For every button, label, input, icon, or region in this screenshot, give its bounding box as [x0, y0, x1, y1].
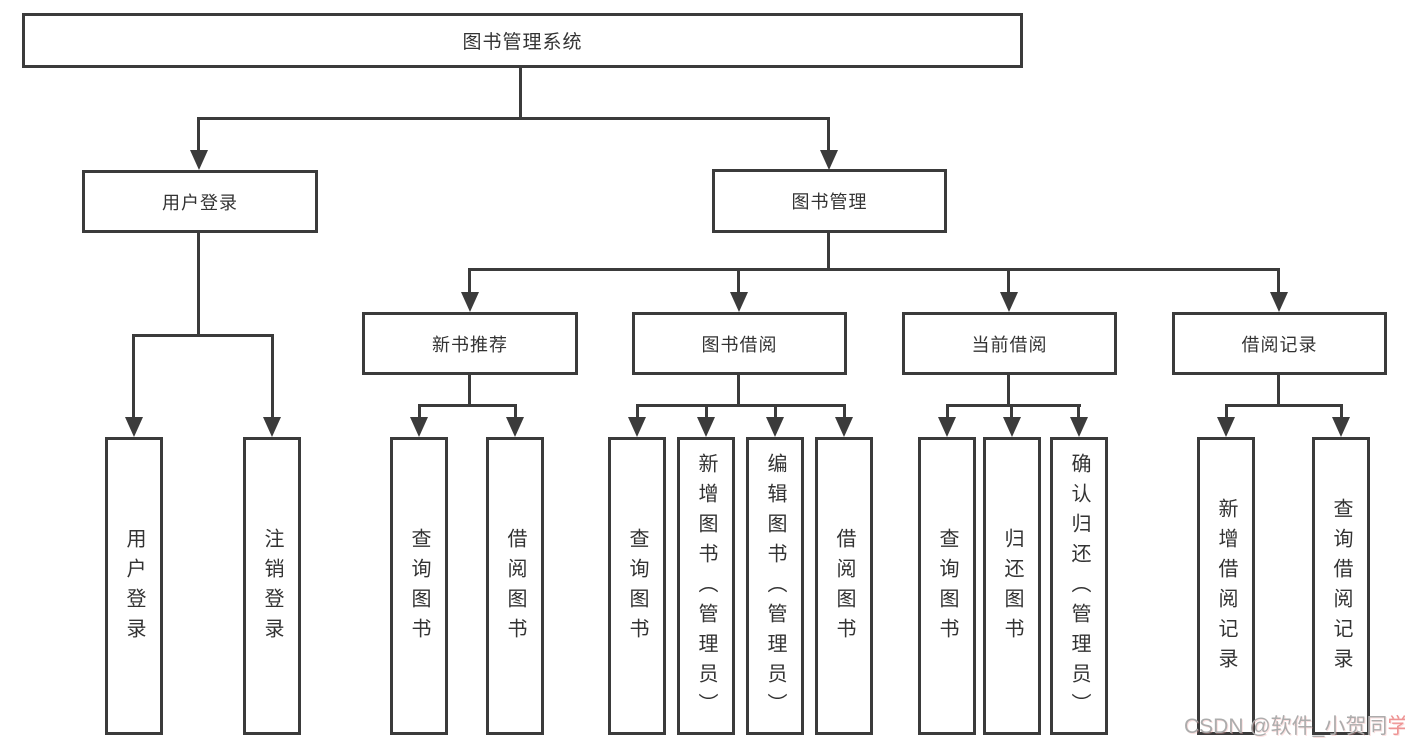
arrow-down-icon	[461, 292, 479, 312]
connector-vline	[827, 233, 830, 270]
connector-vline	[468, 268, 471, 294]
node-label: 图书管理	[791, 192, 868, 212]
arrow-down-icon	[1332, 417, 1350, 437]
node-user-login: 用户登录	[82, 170, 318, 233]
connector-vline	[132, 334, 135, 418]
node-label: 注销登录	[261, 528, 283, 648]
connector-hline	[636, 404, 846, 407]
connector-vline	[705, 404, 708, 419]
connector-hline	[468, 268, 1280, 271]
connector-vline	[1277, 268, 1280, 294]
connector-vline	[519, 68, 522, 118]
node-label: 借阅图书	[833, 528, 855, 648]
leaf-query-books-current: 查询图书	[918, 437, 976, 735]
node-book-management: 图书管理	[712, 169, 947, 233]
connector-vline	[197, 233, 200, 336]
leaf-edit-book-admin: 编辑图书（管理员）	[746, 437, 804, 735]
leaf-logout: 注销登录	[243, 437, 301, 735]
arrow-down-icon	[835, 417, 853, 437]
leaf-add-borrow-record: 新增借阅记录	[1197, 437, 1255, 735]
node-new-book-recommend: 新书推荐	[362, 312, 578, 375]
leaf-query-books-borrow: 查询图书	[608, 437, 666, 735]
arrow-down-icon	[506, 417, 524, 437]
connector-vline	[1007, 375, 1010, 406]
arrow-down-icon	[766, 417, 784, 437]
arrow-down-icon	[938, 417, 956, 437]
node-label: 借阅图书	[504, 528, 526, 648]
arrow-down-icon	[820, 150, 838, 170]
node-label: 确认归还（管理员）	[1068, 453, 1090, 723]
arrow-down-icon	[730, 292, 748, 312]
connector-vline	[197, 117, 200, 152]
connector-vline	[1340, 404, 1343, 419]
connector-hline	[132, 334, 274, 337]
connector-hline	[418, 404, 517, 407]
node-label: 新增图书（管理员）	[695, 453, 717, 723]
node-label: 查询图书	[936, 528, 958, 648]
node-label: 借阅记录	[1241, 334, 1318, 355]
node-current-borrow: 当前借阅	[902, 312, 1117, 375]
connector-vline	[827, 117, 830, 152]
leaf-user-login: 用户登录	[105, 437, 163, 735]
arrow-down-icon	[1003, 417, 1021, 437]
node-borrow-records: 借阅记录	[1172, 312, 1387, 375]
leaf-confirm-return-admin: 确认归还（管理员）	[1050, 437, 1108, 735]
arrow-down-icon	[628, 417, 646, 437]
node-label: 新增借阅记录	[1215, 498, 1237, 678]
connector-vline	[468, 375, 471, 406]
connector-vline	[946, 404, 949, 419]
arrow-down-icon	[1000, 292, 1018, 312]
connector-vline	[737, 268, 740, 294]
csdn-watermark: CSDN @软件_小贺同学	[1184, 710, 1405, 740]
arrow-down-icon	[1217, 417, 1235, 437]
connector-vline	[514, 404, 517, 419]
connector-vline	[1277, 375, 1280, 406]
connector-vline	[774, 404, 777, 419]
arrow-down-icon	[697, 417, 715, 437]
connector-vline	[418, 404, 421, 419]
node-label: 图书管理系统	[462, 32, 583, 53]
arrow-down-icon	[1070, 417, 1088, 437]
node-label: 查询图书	[626, 528, 648, 648]
node-label: 用户登录	[123, 528, 145, 648]
leaf-borrow-books-recommend: 借阅图书	[486, 437, 544, 735]
node-label: 归还图书	[1001, 528, 1023, 648]
node-label: 查询图书	[408, 528, 430, 648]
connector-vline	[636, 404, 639, 419]
connector-vline	[1225, 404, 1228, 419]
connector-hline	[1225, 404, 1343, 407]
node-label: 用户登录	[162, 192, 238, 213]
node-root-library-management-system: 图书管理系统	[22, 13, 1023, 68]
leaf-query-borrow-record: 查询借阅记录	[1312, 437, 1370, 735]
connector-hline	[197, 117, 830, 120]
connector-hline	[946, 404, 1081, 407]
node-book-borrow: 图书借阅	[632, 312, 847, 375]
leaf-add-book-admin: 新增图书（管理员）	[677, 437, 735, 735]
connector-vline	[1007, 268, 1010, 294]
leaf-query-books-recommend: 查询图书	[390, 437, 448, 735]
arrow-down-icon	[125, 417, 143, 437]
connector-vline	[737, 375, 740, 406]
arrow-down-icon	[410, 417, 428, 437]
node-label: 新书推荐	[432, 334, 508, 355]
node-label: 编辑图书（管理员）	[764, 453, 786, 723]
leaf-borrow-books: 借阅图书	[815, 437, 873, 735]
node-label: 查询借阅记录	[1330, 498, 1352, 678]
node-label: 图书借阅	[701, 334, 778, 355]
watermark-text-pink: 学	[1387, 715, 1405, 738]
connector-vline	[1077, 404, 1080, 419]
connector-vline	[271, 334, 274, 418]
connector-vline	[843, 404, 846, 419]
arrow-down-icon	[190, 150, 208, 170]
connector-vline	[1010, 404, 1013, 419]
arrow-down-icon	[1270, 292, 1288, 312]
leaf-return-books: 归还图书	[983, 437, 1041, 735]
node-label: 当前借阅	[971, 334, 1048, 355]
arrow-down-icon	[263, 417, 281, 437]
watermark-text: CSDN @软件_小贺同	[1184, 715, 1388, 738]
